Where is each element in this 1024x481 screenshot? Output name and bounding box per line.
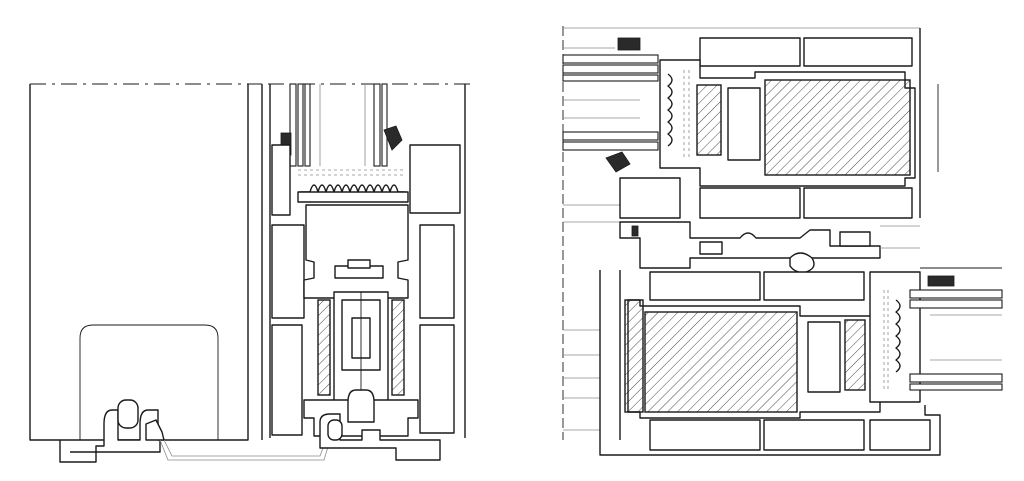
frame-chamber <box>419 224 455 319</box>
frame-chamber <box>419 324 455 434</box>
wall-outline <box>29 84 249 441</box>
threshold-right <box>319 413 441 461</box>
threshold-hook <box>117 399 139 429</box>
brush-seal <box>631 225 639 237</box>
glazing-gasket <box>605 151 631 173</box>
lower-gasket-channel <box>807 321 841 393</box>
side-insulation <box>391 299 405 396</box>
lower-thermal-core <box>644 311 798 413</box>
frame-chamber <box>271 144 291 216</box>
glazing-unit-lower <box>909 289 1003 391</box>
lower-chamber <box>649 419 761 451</box>
interlock-chamber <box>839 231 871 247</box>
interlock-chamber <box>699 241 723 255</box>
upper-thermal-core <box>764 79 911 176</box>
glazing-unit <box>289 83 388 167</box>
upper-wave-seal <box>667 73 673 147</box>
frame-chamber <box>409 144 461 214</box>
frame-chamber <box>271 224 305 319</box>
threshold-clip <box>145 419 165 441</box>
upper-insulation <box>696 84 722 156</box>
frame-chamber <box>271 324 303 436</box>
lower-wave-seal <box>895 299 901 373</box>
sash-profile <box>303 204 409 299</box>
glazing-seal <box>927 275 955 287</box>
threshold-drain-line <box>163 439 327 457</box>
upper-chamber <box>699 37 801 67</box>
side-insulation <box>317 299 331 396</box>
lower-chamber <box>763 419 865 451</box>
insulation-profile <box>300 184 405 193</box>
lower-chamber <box>763 271 865 301</box>
inner-recess <box>79 324 219 440</box>
lower-insulation <box>844 319 866 391</box>
gasket-lip <box>347 259 371 269</box>
glazing-seal <box>617 37 641 51</box>
bottom-roller <box>347 389 375 423</box>
lower-frame-outline <box>599 270 941 456</box>
lower-side-insulation <box>624 299 644 413</box>
upper-chamber <box>619 177 681 219</box>
threshold-left <box>59 409 161 463</box>
right-section-drawing <box>562 26 1003 456</box>
upper-chamber <box>803 37 913 67</box>
interlock-profile <box>619 221 881 269</box>
left-section-drawing <box>29 83 470 463</box>
lower-chamber <box>869 419 931 451</box>
upper-chamber <box>699 187 801 219</box>
drain-hook <box>327 419 343 441</box>
glazing-gasket <box>383 125 403 151</box>
threshold-drain-line <box>159 439 331 461</box>
interlock-gasket <box>789 252 815 274</box>
lower-chamber <box>649 271 761 301</box>
upper-chamber <box>803 187 913 219</box>
sash-top-bar <box>297 191 409 203</box>
upper-gasket-channel <box>727 87 761 161</box>
glazing-unit-upper <box>562 54 659 151</box>
